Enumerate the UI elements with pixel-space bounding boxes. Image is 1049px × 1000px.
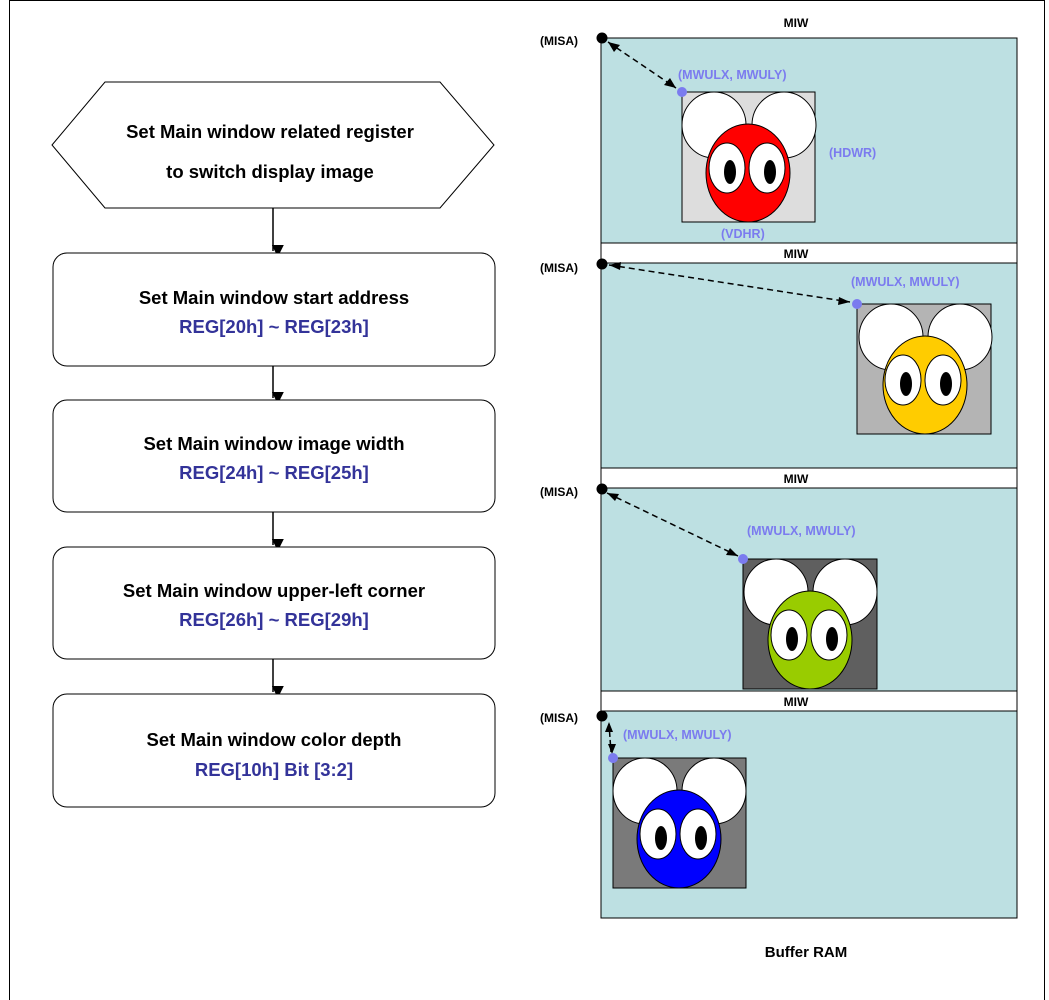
- step-label: Set Main window color depth: [147, 729, 402, 750]
- pupil: [940, 372, 952, 396]
- miw-bar: [600, 467, 1018, 489]
- misa-label: (MISA): [540, 34, 578, 48]
- arrowhead: [608, 42, 620, 52]
- offset-arrow: [606, 492, 739, 557]
- miw-label: MIW: [784, 247, 809, 261]
- step-box-upper-left-corner: [52, 546, 496, 660]
- flowchart: Set Main window related register to swit…: [51, 81, 496, 808]
- step-label: Set Main window upper-left corner: [123, 580, 425, 601]
- offset-arrow: [607, 41, 677, 89]
- pupil: [764, 160, 776, 184]
- buffer-ram-caption: Buffer RAM: [765, 944, 848, 961]
- vdhr-label: (VDHR): [721, 227, 765, 241]
- arrowhead: [607, 493, 619, 501]
- face-image: [856, 303, 993, 435]
- pupil: [826, 627, 838, 651]
- step-box-start-address: [52, 252, 496, 367]
- arrowhead: [605, 722, 613, 732]
- miw-bar: [600, 690, 1018, 712]
- miw-label: MIW: [784, 472, 809, 486]
- corner-point: [608, 753, 618, 763]
- corner-point: [738, 554, 748, 564]
- misa-point: [596, 258, 608, 270]
- step-register: REG[20h] ~ REG[23h]: [179, 316, 369, 337]
- face-image: [681, 91, 817, 223]
- miw-label: MIW: [784, 695, 809, 709]
- face-image: [612, 757, 747, 889]
- misa-point: [596, 710, 608, 722]
- pupil: [900, 372, 912, 396]
- ram-panel: MIW (MISA) (MWULX, MWULY): [540, 467, 1018, 692]
- step-box-image-width: [52, 399, 496, 513]
- arrowhead: [726, 548, 738, 556]
- start-label-line1: Set Main window related register: [126, 121, 414, 142]
- corner-point: [677, 87, 687, 97]
- pupil: [724, 160, 736, 184]
- misa-label: (MISA): [540, 261, 578, 275]
- ram-panel: MIW (MISA) (MWULX, MWULY): [540, 242, 1018, 469]
- misa-label: (MISA): [540, 485, 578, 499]
- corner-label: (MWULX, MWULY): [678, 68, 787, 82]
- misa-point: [596, 483, 608, 495]
- pupil: [786, 627, 798, 651]
- step-register: REG[24h] ~ REG[25h]: [179, 462, 369, 483]
- misa-label: (MISA): [540, 711, 578, 725]
- ram-panel: MIW (MISA) (MWULX, MWULY) (HDWR) (VDHR): [540, 16, 1018, 244]
- step-register: REG[10h] Bit [3:2]: [195, 759, 353, 780]
- arrowhead: [664, 78, 676, 88]
- buffer-ram: MIW (MISA) (MWULX, MWULY) (HDWR) (VDHR): [540, 16, 1018, 961]
- arrowhead: [608, 744, 616, 754]
- miw-bar: [600, 242, 1018, 264]
- hdwr-label: (HDWR): [829, 146, 876, 160]
- figure-frame: [9, 0, 1045, 1000]
- ram-panel: MIW (MISA) (MWULX, MWULY): [540, 690, 1018, 919]
- corner-label: (MWULX, MWULY): [851, 275, 960, 289]
- face-image: [742, 558, 878, 690]
- step-label: Set Main window start address: [139, 287, 409, 308]
- start-hexagon: [51, 81, 495, 209]
- corner-point: [852, 299, 862, 309]
- arrowhead: [609, 262, 621, 270]
- corner-label: (MWULX, MWULY): [747, 524, 856, 538]
- miw-label: MIW: [784, 16, 809, 30]
- offset-arrow: [608, 264, 851, 303]
- arrowhead: [838, 297, 850, 305]
- start-label-line2: to switch display image: [166, 161, 374, 182]
- misa-point: [596, 32, 608, 44]
- pupil: [655, 826, 667, 850]
- corner-label: (MWULX, MWULY): [623, 728, 732, 742]
- pupil: [695, 826, 707, 850]
- step-label: Set Main window image width: [143, 433, 404, 454]
- step-register: REG[26h] ~ REG[29h]: [179, 609, 369, 630]
- step-box-color-depth: [52, 693, 496, 808]
